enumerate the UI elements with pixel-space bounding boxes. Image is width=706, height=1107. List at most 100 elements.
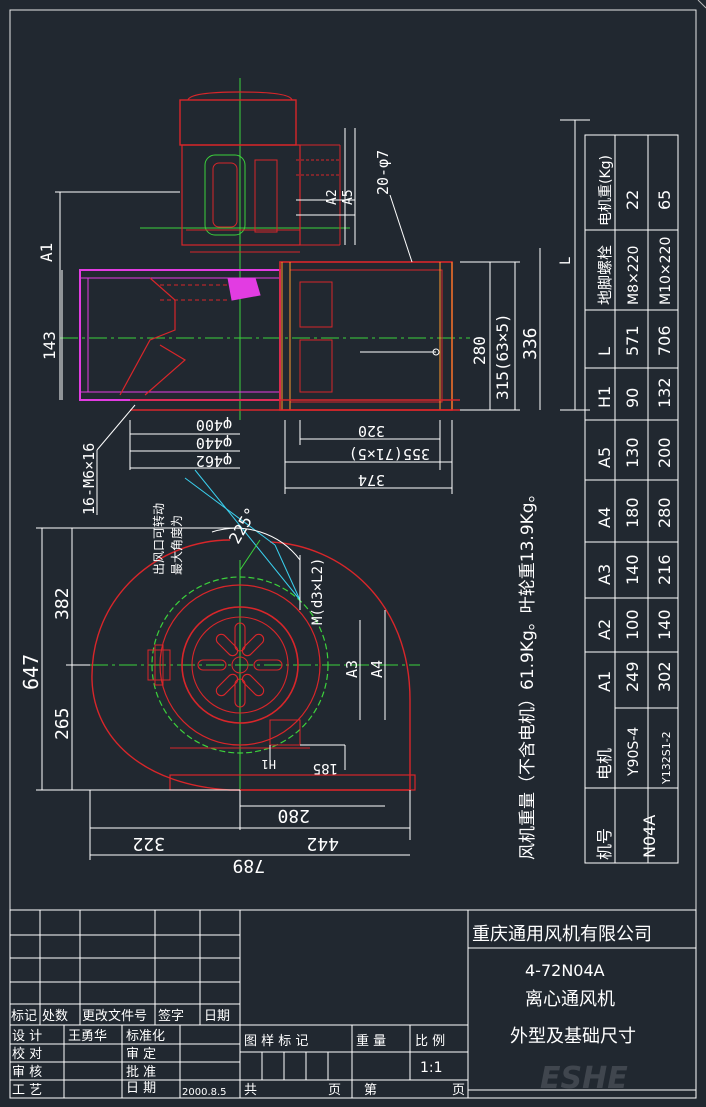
row1-A1: 249 bbox=[623, 661, 642, 692]
title-block-text: 重庆通用风机有限公司 4-72N04A 离心通风机 外型及基础尺寸 标记 处数 … bbox=[11, 924, 652, 1098]
page-label: 页 bbox=[328, 1083, 341, 1098]
dim-angle: 225° bbox=[225, 504, 261, 547]
dim-322: 322 bbox=[132, 833, 165, 854]
dim-holes: 20-φ7 bbox=[374, 150, 392, 195]
rev-date: 日期 bbox=[204, 1009, 230, 1024]
dim-280-top: 280 bbox=[470, 336, 489, 365]
model-number: 4-72N04A bbox=[525, 961, 605, 980]
check-label: 校 对 bbox=[12, 1046, 42, 1062]
dim-280-front: 280 bbox=[277, 805, 310, 826]
row1-L: 571 bbox=[623, 325, 642, 356]
dim-374: 374 bbox=[358, 471, 385, 489]
row1-H1: 90 bbox=[623, 388, 642, 408]
dim-265: 265 bbox=[52, 707, 73, 740]
sheet-label: 第 bbox=[364, 1083, 377, 1098]
dim-789: 789 bbox=[232, 855, 265, 876]
row1-A5: 130 bbox=[623, 437, 642, 468]
header-motor-weight: 电机重(Kg) bbox=[598, 155, 614, 226]
spec-table-text: 机号 电机 A1 A2 A3 A4 A5 H1 L 地脚螺栓 电机重(Kg) N… bbox=[595, 155, 674, 860]
approve-2-label: 批 准 bbox=[126, 1065, 156, 1080]
dim-A4: A4 bbox=[368, 660, 386, 678]
row2-A1: 302 bbox=[655, 661, 674, 692]
front-view bbox=[36, 469, 420, 860]
dim-A5: A5 bbox=[341, 189, 356, 205]
corner-mark bbox=[697, 0, 706, 9]
fan-casing bbox=[279, 261, 453, 411]
dim-bolts: 16-M6×16 bbox=[80, 443, 98, 515]
scale-value: 1:1 bbox=[420, 1060, 443, 1076]
header-motor: 电机 bbox=[595, 748, 614, 780]
scroll-casing bbox=[91, 539, 411, 791]
dim-355: 355(71×5) bbox=[349, 445, 430, 463]
row1-A4: 180 bbox=[623, 497, 642, 528]
dim-647: 647 bbox=[19, 654, 43, 690]
dim-d462: φ462 bbox=[196, 452, 232, 470]
design-label: 设 计 bbox=[12, 1029, 42, 1044]
motor-body bbox=[179, 99, 297, 146]
dim-d440: φ440 bbox=[196, 434, 232, 452]
header-A3: A3 bbox=[595, 564, 614, 585]
header-A1: A1 bbox=[595, 671, 614, 692]
total-label: 共 bbox=[244, 1083, 257, 1098]
dim-320: 320 bbox=[358, 422, 385, 440]
row1-A2: 100 bbox=[623, 609, 642, 640]
rev-count: 处数 bbox=[42, 1009, 68, 1024]
fan-name: 离心通风机 bbox=[525, 989, 615, 1010]
process-label: 工 艺 bbox=[12, 1083, 42, 1098]
dim-A3: A3 bbox=[343, 660, 361, 678]
sample-mark-label: 图 样 标 记 bbox=[244, 1034, 308, 1049]
outlet-note-1: 出风口可转动 bbox=[151, 503, 166, 575]
rev-mark: 标记 bbox=[11, 1009, 37, 1024]
company-name: 重庆通用风机有限公司 bbox=[472, 924, 652, 945]
rev-doc: 更改文件号 bbox=[82, 1009, 147, 1024]
page-label-2: 页 bbox=[452, 1083, 465, 1098]
dim-442: 442 bbox=[306, 833, 339, 854]
row2-bolt: M10×220 bbox=[658, 237, 674, 305]
row2-H1: 132 bbox=[655, 377, 674, 408]
dim-185: 185 bbox=[313, 760, 338, 776]
row1-motor: Y90S-4 bbox=[626, 727, 642, 777]
row1-weight: 22 bbox=[623, 190, 642, 210]
title-block bbox=[9, 909, 697, 1099]
row1-A3: 140 bbox=[623, 554, 642, 585]
row2-A2: 140 bbox=[655, 609, 674, 640]
dim-A1: A1 bbox=[37, 243, 56, 262]
approve-1-label: 审 定 bbox=[126, 1047, 156, 1062]
spec-table bbox=[584, 134, 679, 864]
impeller bbox=[181, 606, 299, 724]
outlet-note-2: 最大角度为 bbox=[169, 515, 184, 575]
machine-number: N04A bbox=[640, 815, 659, 858]
dim-L: L bbox=[558, 257, 574, 265]
header-A2: A2 bbox=[595, 619, 614, 640]
watermark-logo: ESHE bbox=[540, 1061, 628, 1096]
header-A5: A5 bbox=[595, 447, 614, 468]
header-L: L bbox=[595, 347, 614, 356]
scale-label: 比 例 bbox=[415, 1034, 445, 1049]
weight-note: 风机重量（不含电机）61.9Kg。叶轮重13.9Kg。 bbox=[518, 485, 538, 860]
date-value: 2000.8.5 bbox=[182, 1087, 227, 1098]
row1-bolt: M8×220 bbox=[626, 246, 642, 305]
standardize-label: 标准化 bbox=[126, 1029, 165, 1044]
row2-A4: 280 bbox=[655, 497, 674, 528]
designer-name: 王勇华 bbox=[68, 1029, 107, 1044]
weight-label: 重 量 bbox=[356, 1033, 386, 1049]
row2-A5: 200 bbox=[655, 437, 674, 468]
dim-315: 315(63×5) bbox=[493, 313, 512, 400]
dim-d400: φ400 bbox=[196, 416, 232, 434]
row2-weight: 65 bbox=[655, 190, 674, 210]
header-A4: A4 bbox=[595, 507, 614, 528]
dim-M: M(d3×L2) bbox=[310, 558, 326, 625]
row2-A3: 216 bbox=[655, 554, 674, 585]
header-H1: H1 bbox=[595, 386, 614, 408]
row2-motor: Y132S1-2 bbox=[660, 731, 673, 785]
date-label: 日 期 bbox=[126, 1081, 156, 1096]
drawing-title: 外型及基础尺寸 bbox=[510, 1026, 636, 1047]
header-bolt: 地脚螺栓 bbox=[596, 245, 614, 305]
header-machine: 机号 bbox=[595, 828, 614, 860]
dim-143: 143 bbox=[40, 331, 59, 360]
dim-H1: H1 bbox=[262, 757, 276, 771]
top-view bbox=[55, 78, 590, 515]
row2-L: 706 bbox=[655, 325, 674, 356]
